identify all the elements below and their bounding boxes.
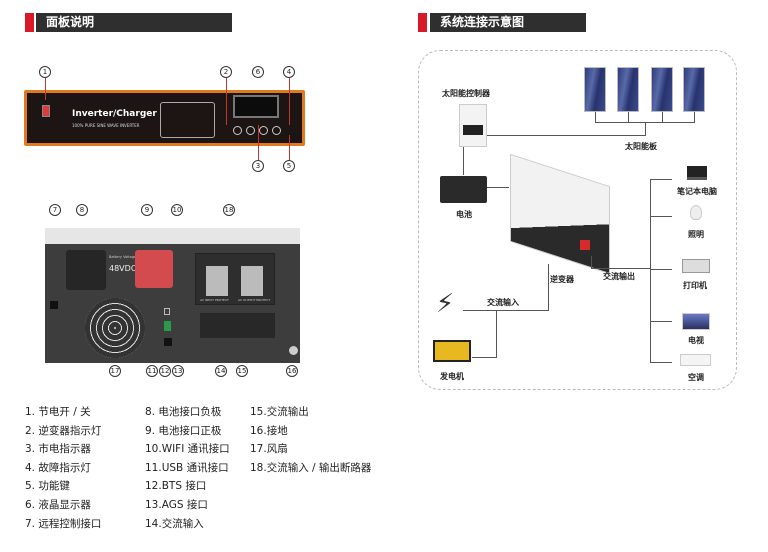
- legend-item: 14.交流输入: [145, 517, 204, 530]
- diagram-frame: [418, 50, 737, 390]
- battery-voltage-label: Battery Voltage: [109, 255, 137, 259]
- inverter-terminal: [580, 240, 590, 250]
- marker-10: 10: [171, 204, 183, 216]
- ac-terminal-cover: [200, 313, 275, 338]
- legend-item: 17.风扇: [250, 443, 288, 456]
- inverter-label: 逆变器: [550, 275, 574, 284]
- ground-terminal: [289, 346, 298, 355]
- marker-4: 4: [283, 66, 295, 78]
- marker-5: 5: [283, 160, 295, 172]
- battery: [440, 176, 487, 203]
- legend-item: 7. 远程控制接口: [25, 517, 102, 530]
- marker-1: 1: [39, 66, 51, 78]
- function-buttons: [233, 126, 293, 136]
- marker-8: 8: [76, 204, 88, 216]
- legend-column-3: 15.交流输出 16.接地 17.风扇 18.交流输入 / 输出断路器: [250, 403, 371, 477]
- marker-11: 11: [146, 365, 158, 377]
- legend-item: 2. 逆变器指示灯: [25, 424, 102, 437]
- marker-17: 17: [109, 365, 121, 377]
- marker-6: 6: [252, 66, 264, 78]
- legend-item: 11.USB 通讯接口: [145, 461, 229, 474]
- printer-icon: [682, 259, 710, 273]
- marker-16: 16: [286, 365, 298, 377]
- system-diagram-title: 系统连接示意图: [430, 13, 586, 32]
- generator-label: 发电机: [440, 372, 464, 381]
- legend-item: 9. 电池接口正极: [145, 424, 222, 437]
- battery-positive-terminal: [135, 250, 173, 288]
- marker-3: 3: [252, 160, 264, 172]
- front-panel: Inverter/Charger 100% PURE SINE WAVE INV…: [24, 90, 305, 146]
- header-accent: [418, 13, 427, 32]
- legend-item: 12.BTS 接口: [145, 480, 207, 493]
- breaker-in-label: AC INPUT PROTECT: [200, 298, 229, 302]
- bts-port: [164, 338, 172, 346]
- solar-panel: [651, 67, 673, 112]
- air-conditioner-icon: [680, 354, 711, 366]
- load-printer-label: 打印机: [683, 281, 707, 290]
- generator: [433, 340, 471, 362]
- lcd-display: [233, 95, 279, 118]
- load-laptop-label: 笔记本电脑: [677, 187, 717, 196]
- solar-panel: [584, 67, 606, 112]
- controller-label: 太阳能控制器: [442, 89, 490, 98]
- marker-7: 7: [49, 204, 61, 216]
- marker-18: 18: [223, 204, 235, 216]
- legend-column-2: 8. 电池接口负极 9. 电池接口正极 10.WIFI 通讯接口 11.USB 通讯接…: [145, 403, 230, 533]
- brand-subtitle: 100% PURE SINE WAVE INVERTER: [72, 123, 140, 128]
- laptop-icon: [687, 166, 707, 180]
- legend-item: 13.AGS 接口: [145, 498, 208, 511]
- power-switch: [42, 105, 50, 117]
- legend-item: 10.WIFI 通讯接口: [145, 443, 230, 456]
- remote-port: [50, 301, 58, 309]
- legend-item: 15.交流输出: [250, 406, 309, 418]
- voltage-label: 48VDC: [109, 264, 137, 273]
- ags-port: [164, 321, 171, 331]
- legend-item: 16.接地: [250, 424, 288, 437]
- load-lighting-label: 照明: [688, 230, 704, 239]
- legend-item: 18.交流输入 / 输出断路器: [250, 461, 372, 474]
- solar-panel: [617, 67, 639, 112]
- legend-item: 5. 功能键: [25, 480, 70, 493]
- load-ac-label: 空调: [688, 373, 704, 382]
- legend-item: 1. 节电开 / 关: [25, 406, 91, 418]
- circuit-breakers: AC INPUT PROTECT AC OUTPUT PROTECT: [195, 253, 275, 305]
- usb-port: [164, 308, 170, 315]
- ac-input-label: 交流输入: [487, 298, 519, 307]
- solar-panel: [683, 67, 705, 112]
- panel-description-title: 面板说明: [36, 13, 232, 32]
- marker-9: 9: [141, 204, 153, 216]
- marker-2: 2: [220, 66, 232, 78]
- marker-12: 12: [159, 365, 171, 377]
- power-tower-icon: ⚡: [435, 289, 455, 319]
- battery-table: [160, 102, 215, 138]
- tv-icon: [682, 313, 710, 330]
- legend-item: 8. 电池接口负极: [145, 406, 222, 418]
- ac-output-label: 交流输出: [603, 272, 635, 281]
- breaker-out-label: AC OUTPUT PROTECT: [238, 298, 271, 302]
- fan: [85, 298, 145, 358]
- solar-controller: [459, 104, 487, 147]
- marker-15: 15: [236, 365, 248, 377]
- bulb-icon: [690, 205, 702, 220]
- battery-negative-terminal: [66, 250, 106, 290]
- legend-column-1: 1. 节电开 / 关 2. 逆变器指示灯 3. 市电指示器 4. 故障指示灯 5. 功能…: [25, 403, 101, 533]
- legend-item: 6. 液晶显示器: [25, 498, 91, 511]
- back-panel: 48VDC Battery Voltage AC INPUT PROTECT A…: [45, 228, 300, 363]
- marker-14: 14: [215, 365, 227, 377]
- load-tv-label: 电视: [688, 336, 704, 345]
- battery-label: 电池: [456, 210, 472, 219]
- legend-item: 3. 市电指示器: [25, 443, 91, 456]
- marker-13: 13: [172, 365, 184, 377]
- legend-item: 4. 故障指示灯: [25, 461, 91, 474]
- solar-panel-label: 太阳能板: [625, 142, 657, 151]
- brand-title: Inverter/Charger: [72, 109, 157, 119]
- header-accent: [25, 13, 34, 32]
